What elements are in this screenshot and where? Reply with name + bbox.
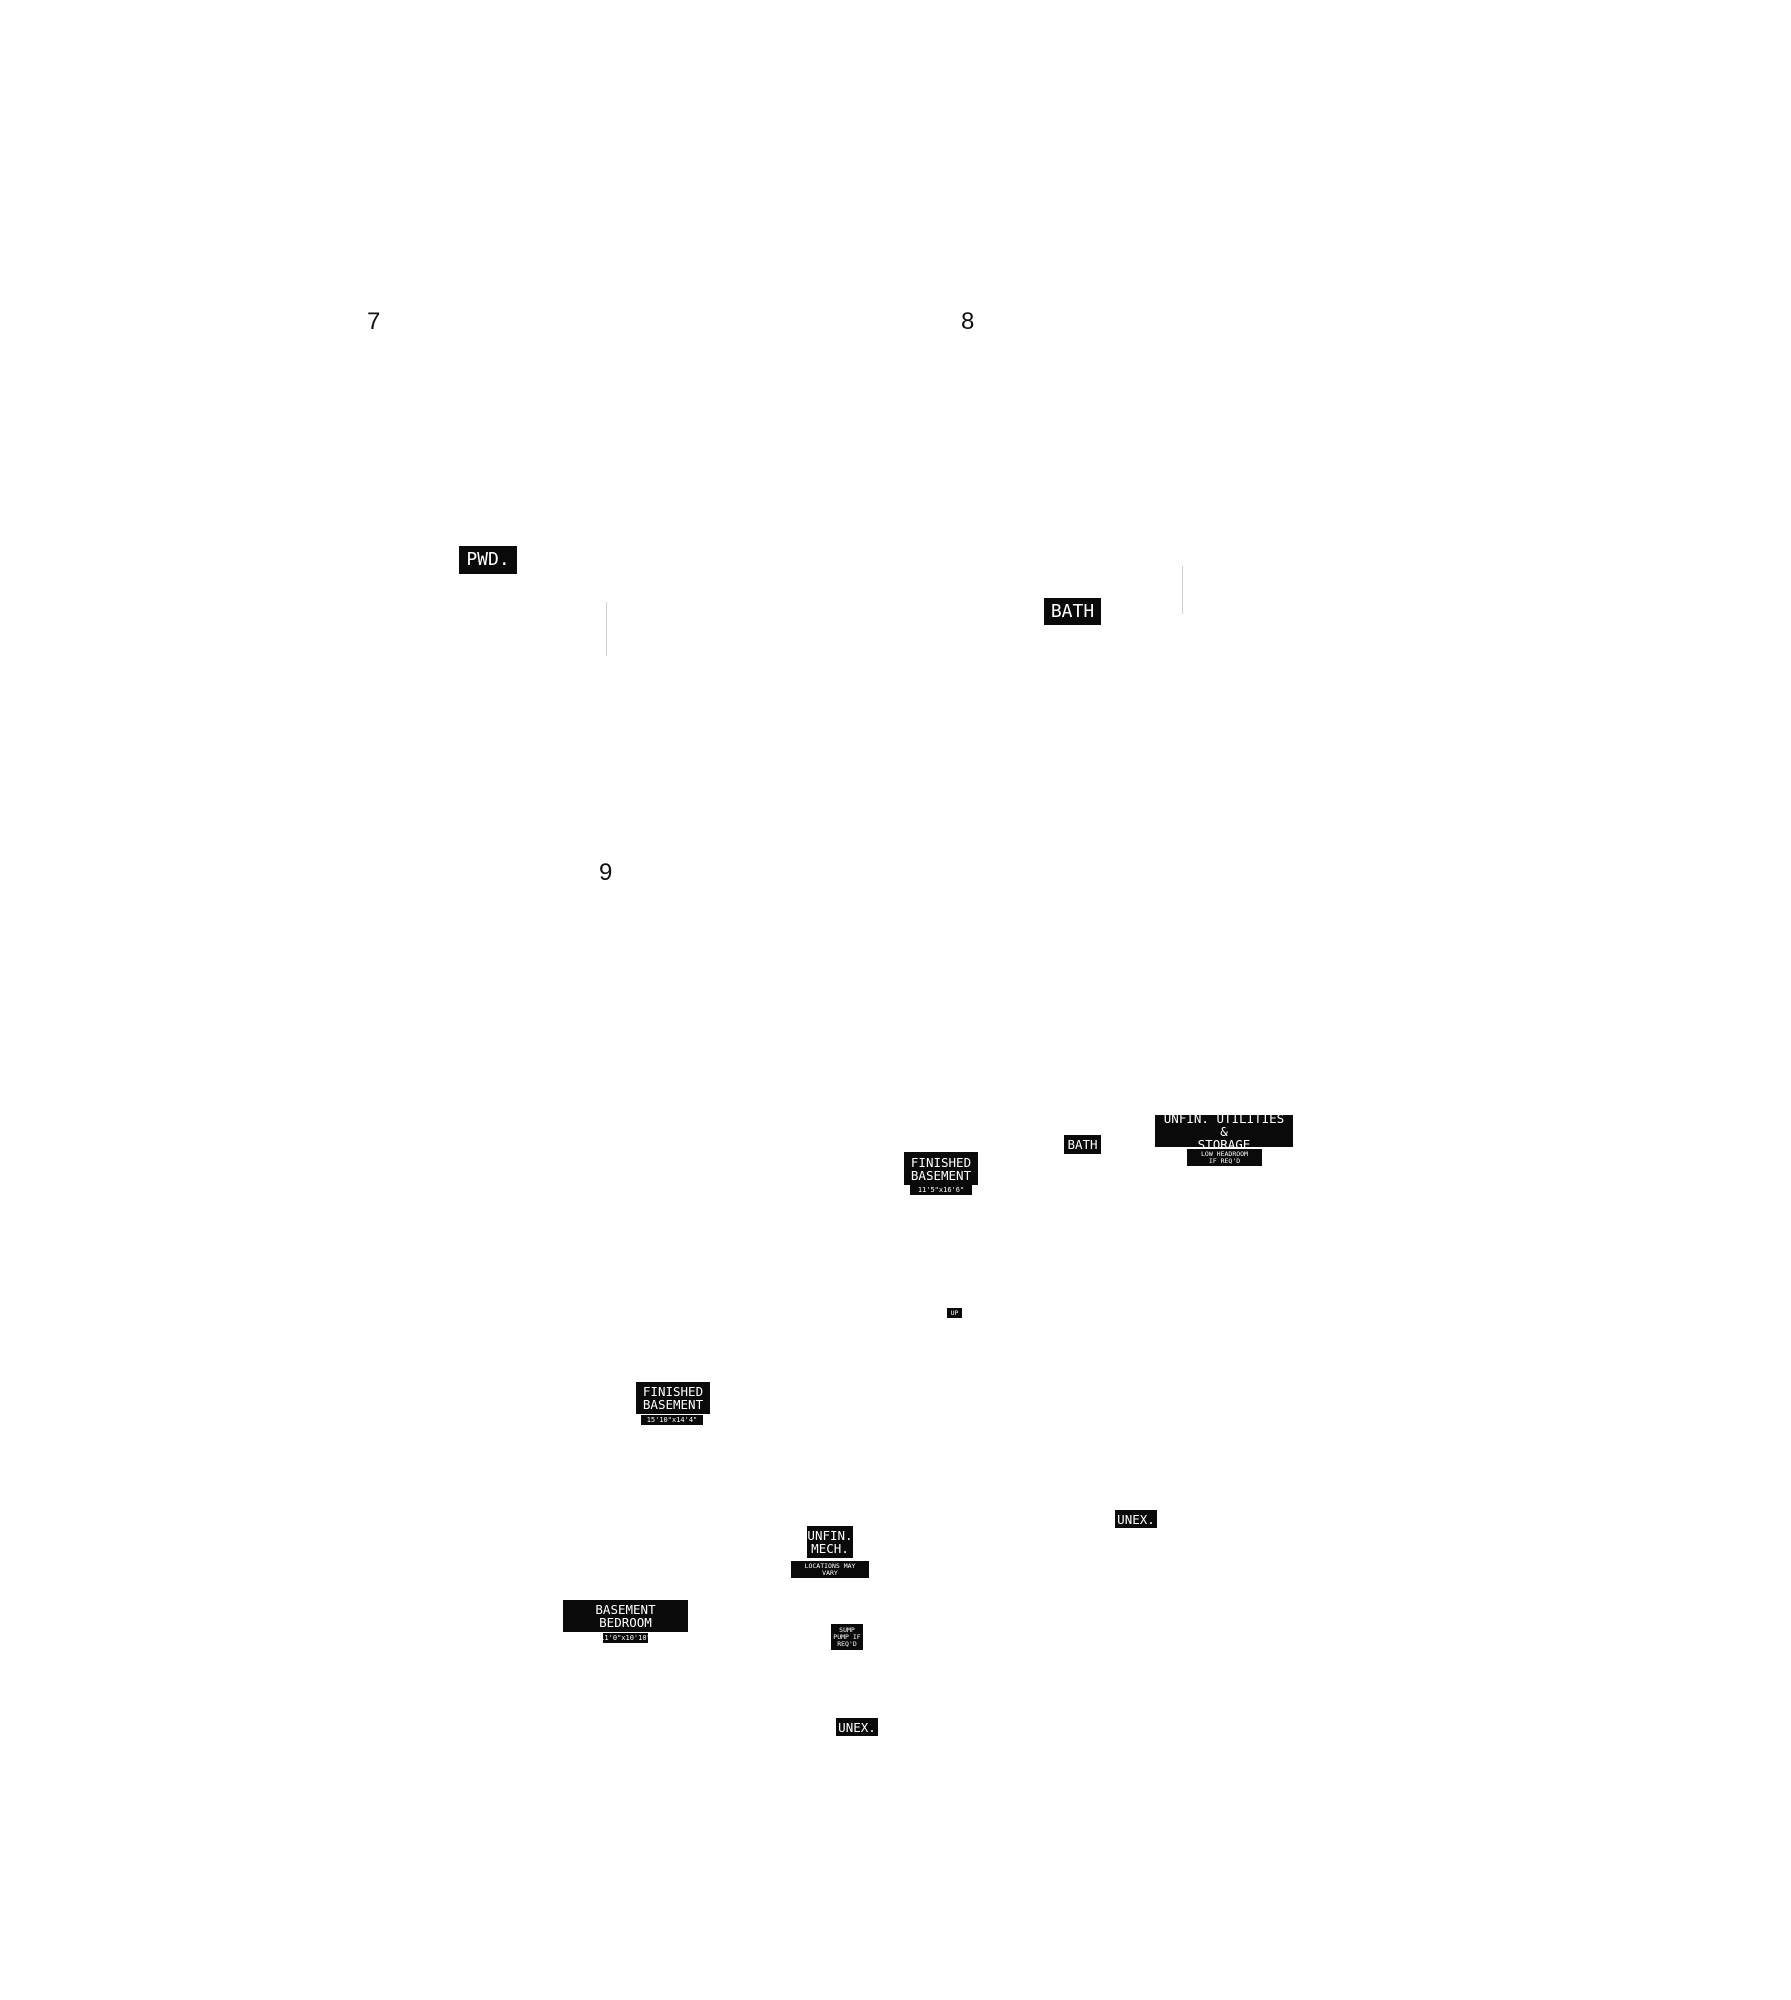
basement-bedroom-label: BASEMENT BEDROOM [563, 1600, 688, 1632]
low-headroom-note: LOW HEADROOM IF REQ'D [1187, 1149, 1262, 1166]
unfin-utilities-label: UNFIN. UTILITIES & STORAGE [1155, 1115, 1293, 1147]
bath-label: BATH [1044, 598, 1101, 625]
finished-basement-dimensions: 11'5"x16'6" [910, 1185, 972, 1195]
locations-may-vary-note: LOCATIONS MAY VARY [791, 1561, 869, 1578]
finished-basement-label: FINISHED BASEMENT [636, 1382, 710, 1414]
wall-line [606, 602, 607, 656]
basement-bath-label: BATH [1064, 1135, 1101, 1154]
basement-bedroom-dimensions: 11'0"x10'10" [603, 1633, 648, 1643]
plan-number-9: 9 [599, 859, 613, 886]
unfin-mech-label: UNFIN. MECH. [807, 1526, 853, 1558]
sump-pump-note: SUMP PUMP IF REQ'D [831, 1624, 863, 1650]
unexcavated-label: UNEX. [836, 1718, 878, 1736]
powder-room-label: PWD. [459, 546, 517, 574]
plan-number-7: 7 [367, 308, 381, 335]
wall-line [1182, 566, 1183, 614]
unexcavated-label: UNEX. [1115, 1510, 1157, 1528]
plan-number-8: 8 [961, 308, 975, 335]
finished-basement-label: FINISHED BASEMENT [904, 1152, 978, 1185]
finished-basement-dimensions: 15'10"x14'4" [641, 1415, 703, 1425]
stair-up-label: UP [947, 1308, 962, 1318]
